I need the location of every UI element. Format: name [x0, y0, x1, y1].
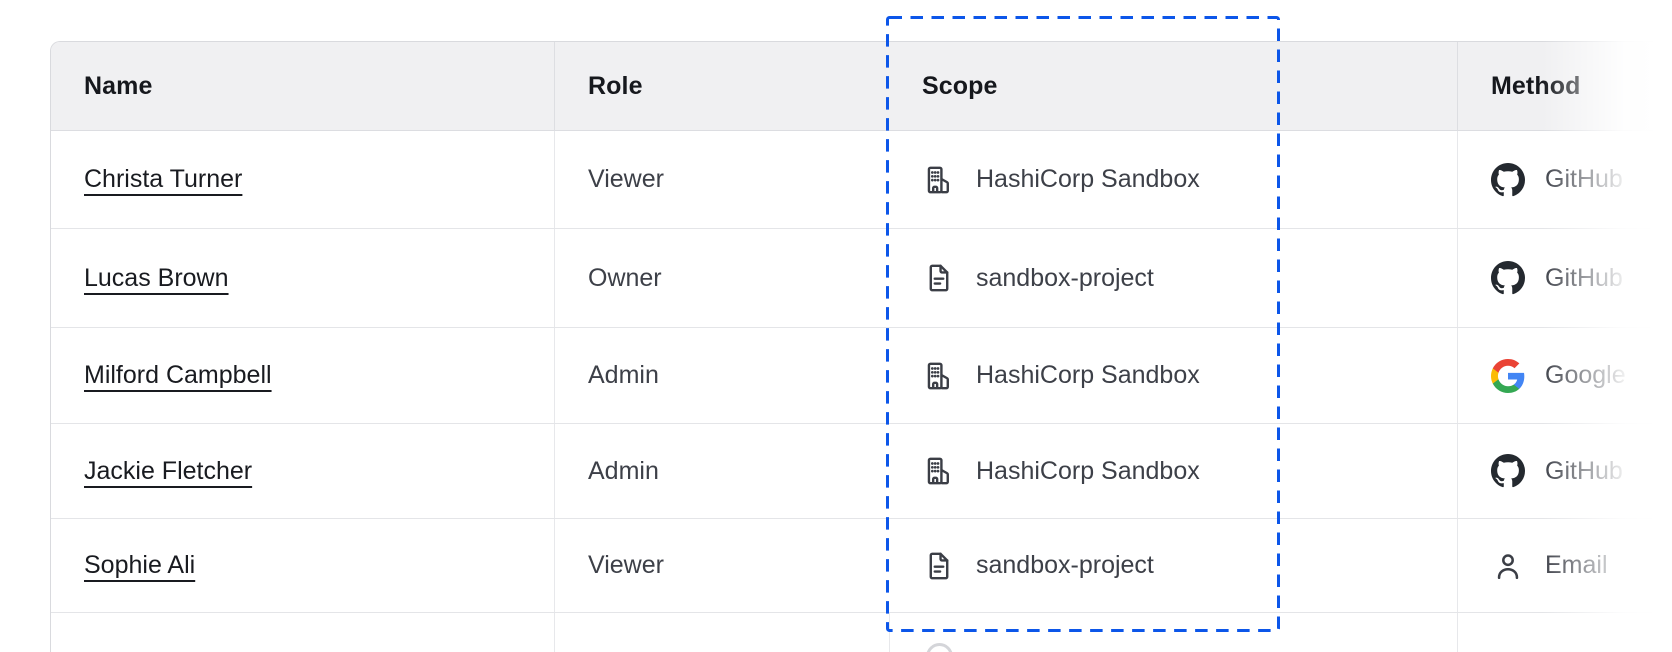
column-header-name: Name — [84, 71, 153, 100]
name-cell: Lucas Brown — [51, 229, 554, 327]
org-icon — [922, 163, 956, 197]
scope-cell: sandbox-project — [889, 519, 1457, 612]
method-cell: GitHub — [1457, 229, 1672, 327]
role-cell: Admin — [554, 328, 889, 423]
role-cell: Viewer — [554, 131, 889, 228]
user-icon — [1491, 549, 1525, 583]
method-cell: GitHub — [1457, 424, 1672, 518]
table-row: Christa Turner Viewer HashiCorp Sandbox … — [51, 131, 1672, 229]
table-row: Jackie Fletcher Admin HashiCorp Sandbox … — [51, 424, 1672, 519]
role-label: Viewer — [588, 165, 664, 193]
scope-label: HashiCorp Sandbox — [976, 456, 1200, 485]
table-row: Lucas Brown Owner sandbox-project GitHub — [51, 229, 1672, 328]
table-row: Milford Campbell Admin HashiCorp Sandbox… — [51, 328, 1672, 424]
name-cell: Jackie Fletcher — [51, 424, 554, 518]
scope-label: sandbox-project — [976, 551, 1154, 579]
role-cell: Owner — [554, 229, 889, 327]
member-name-link[interactable]: Jackie Fletcher — [84, 456, 253, 485]
github-icon — [1491, 162, 1525, 197]
github-icon — [1491, 454, 1525, 488]
members-table: Name Role Scope Method Christa Turner Vi… — [50, 41, 1672, 652]
scope-cell: sandbox-project — [889, 229, 1457, 327]
scope-label: HashiCorp Sandbox — [976, 361, 1200, 389]
name-cell: Milford Campbell — [51, 328, 554, 423]
table-body: Christa Turner Viewer HashiCorp Sandbox … — [51, 131, 1672, 613]
file-text-icon — [922, 261, 956, 295]
scope-cell — [889, 613, 1457, 652]
column-header-scope: Scope — [922, 71, 998, 100]
column-header-method: Method — [1457, 42, 1672, 130]
method-label: Email — [1545, 551, 1608, 579]
method-label: GitHub — [1545, 263, 1623, 292]
role-label: Owner — [588, 263, 662, 292]
member-name-link[interactable]: Christa Turner — [84, 165, 243, 193]
table-row-partial — [51, 613, 1672, 652]
method-cell: Google — [1457, 328, 1672, 423]
method-cell: Email — [1457, 519, 1672, 612]
member-name-link[interactable]: Lucas Brown — [84, 263, 229, 292]
name-cell: Sophie Ali — [51, 519, 554, 612]
scope-cell: HashiCorp Sandbox — [889, 131, 1457, 228]
name-cell — [51, 613, 554, 652]
name-cell: Christa Turner — [51, 131, 554, 228]
role-label: Admin — [588, 361, 659, 389]
scope-label: HashiCorp Sandbox — [976, 165, 1200, 193]
method-label: GitHub — [1545, 456, 1623, 485]
method-label: Google — [1545, 361, 1626, 389]
role-cell: Viewer — [554, 519, 889, 612]
table-row: Sophie Ali Viewer sandbox-project Email — [51, 519, 1672, 613]
member-name-link[interactable]: Milford Campbell — [84, 361, 272, 389]
role-label: Viewer — [588, 551, 664, 579]
method-cell: GitHub — [1457, 131, 1672, 228]
member-name-link[interactable]: Sophie Ali — [84, 551, 196, 579]
file-text-icon — [922, 549, 956, 583]
method-cell — [1457, 613, 1672, 652]
org-icon — [922, 359, 956, 393]
table-header-row: Name Role Scope Method — [51, 42, 1672, 131]
role-cell — [554, 613, 889, 652]
column-header-role: Role — [554, 42, 889, 130]
org-icon — [922, 454, 956, 488]
scope-cell: HashiCorp Sandbox — [889, 424, 1457, 518]
google-icon — [1491, 358, 1525, 393]
scope-cell: HashiCorp Sandbox — [889, 328, 1457, 423]
role-label: Admin — [588, 456, 659, 485]
github-icon — [1491, 261, 1525, 295]
role-cell: Admin — [554, 424, 889, 518]
scope-label: sandbox-project — [976, 263, 1154, 292]
method-label: GitHub — [1545, 165, 1623, 193]
